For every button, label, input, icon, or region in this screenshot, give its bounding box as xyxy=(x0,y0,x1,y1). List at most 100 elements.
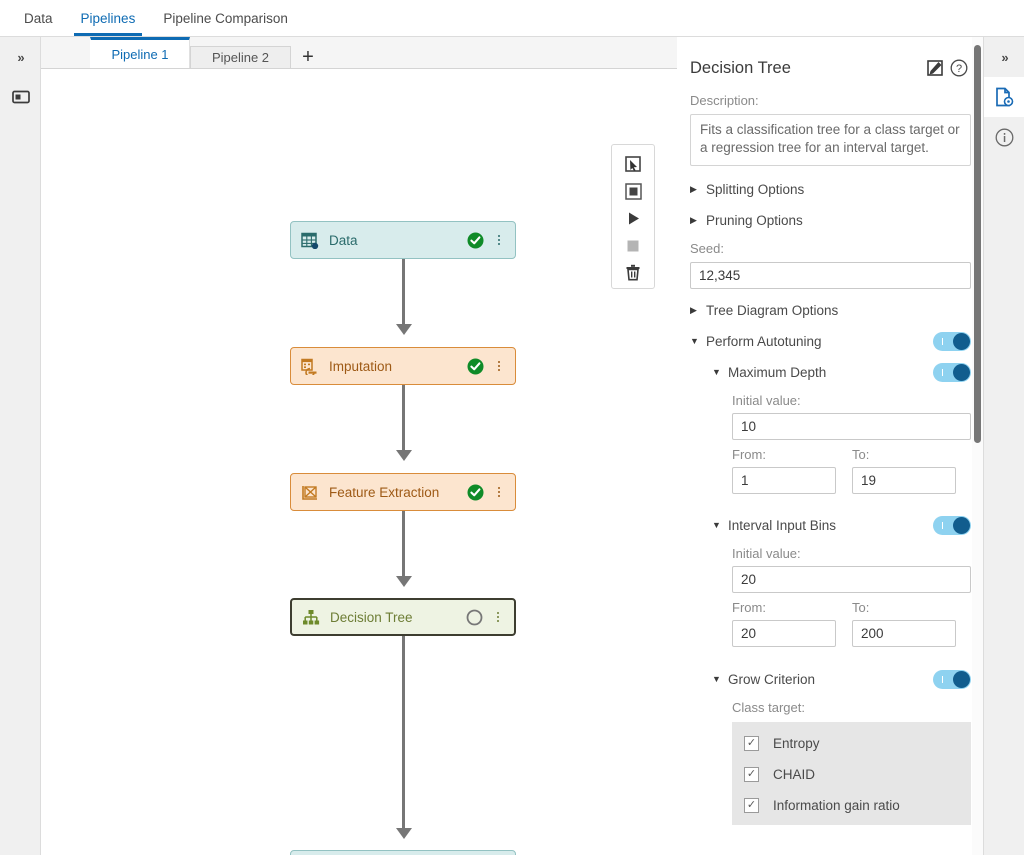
tab-pipeline-2[interactable]: Pipeline 2 xyxy=(190,46,291,68)
select-tool-button[interactable] xyxy=(617,151,649,178)
topnav-label-pipelines: Pipelines xyxy=(80,10,136,26)
node-imputation-label: Imputation xyxy=(329,358,393,374)
node-decision-tree-menu-button[interactable] xyxy=(491,608,505,626)
delete-node-button[interactable] xyxy=(617,259,649,286)
interval-input-bins-from-value: 20 xyxy=(741,626,757,641)
topnav-item-pipelines[interactable]: Pipelines xyxy=(67,0,150,36)
param-grow-criterion-label: Grow Criterion xyxy=(728,671,816,687)
node-feature-extraction-label: Feature Extraction xyxy=(329,484,440,500)
edit-node-button[interactable] xyxy=(923,57,947,79)
decision-tree-icon xyxy=(301,607,321,627)
canvas-toolbar xyxy=(611,144,655,289)
grow-criterion-option-label: Information gain ratio xyxy=(773,798,900,813)
perform-autotuning-toggle[interactable] xyxy=(933,331,971,351)
maximum-depth-to-value: 19 xyxy=(861,473,877,488)
pipeline-tab-strip: Pipeline 1 Pipeline 2 + xyxy=(41,37,677,68)
section-perform-autotuning[interactable]: ▼ Perform Autotuning xyxy=(690,328,971,354)
param-grow-criterion[interactable]: ▼ Grow Criterion xyxy=(690,666,971,692)
list-item[interactable]: ✓ Entropy xyxy=(732,728,971,759)
seed-input[interactable]: 12,345 xyxy=(690,262,971,289)
right-rail-properties-button[interactable] xyxy=(984,77,1024,117)
maximum-depth-from-input[interactable]: 1 xyxy=(732,467,836,494)
tab-pipeline-2-label: Pipeline 2 xyxy=(211,50,270,65)
node-feature-extraction[interactable]: Feature Extraction xyxy=(290,473,516,511)
maximum-depth-to-input[interactable]: 19 xyxy=(852,467,956,494)
page-title: Decision Tree xyxy=(690,58,791,77)
node-status-complete-icon xyxy=(466,483,484,501)
add-pipeline-tab-button[interactable]: + xyxy=(296,46,320,68)
grow-criterion-option-list: ✓ Entropy ✓ CHAID ✓ Information gain rat… xyxy=(732,722,971,825)
topnav-item-pipeline-comparison[interactable]: Pipeline Comparison xyxy=(149,0,302,36)
node-imputation[interactable]: Imputation xyxy=(290,347,516,385)
interval-input-bins-initial-input[interactable]: 20 xyxy=(732,566,971,593)
node-status-complete-icon xyxy=(466,357,484,375)
zoom-to-fit-button[interactable] xyxy=(617,178,649,205)
node-decision-tree[interactable]: Decision Tree xyxy=(290,598,516,636)
stop-pipeline-button[interactable] xyxy=(617,232,649,259)
left-rail-node-panel-button[interactable] xyxy=(0,77,41,117)
stop-pipeline-icon xyxy=(627,240,639,251)
interval-input-bins-to-input[interactable]: 200 xyxy=(852,620,956,647)
maximum-depth-initial-input[interactable]: 10 xyxy=(732,413,971,440)
maximum-depth-fields: Initial value: 10 From: 1 To: 19 xyxy=(690,393,971,498)
maximum-depth-from-value: 1 xyxy=(741,473,749,488)
checkbox-checked-icon[interactable]: ✓ xyxy=(744,798,759,813)
node-feature-extraction-menu-button[interactable] xyxy=(492,483,506,501)
node-status-pending-icon xyxy=(465,608,483,626)
feature-extraction-icon xyxy=(300,482,320,502)
plus-icon: + xyxy=(302,46,314,68)
edit-node-icon xyxy=(926,59,943,76)
param-interval-input-bins[interactable]: ▼ Interval Input Bins xyxy=(690,512,971,538)
chevron-double-right-icon: » xyxy=(1001,49,1008,65)
interval-input-bins-toggle[interactable] xyxy=(933,515,971,535)
section-pruning-options[interactable]: ▶ Pruning Options xyxy=(690,207,971,233)
topnav-label-data: Data xyxy=(24,10,53,26)
maximum-depth-initial-value: 10 xyxy=(741,419,757,434)
right-rail-info-button[interactable] xyxy=(984,117,1024,157)
edge-arrow-2 xyxy=(396,450,412,461)
left-rail-expand-button[interactable]: » xyxy=(0,37,41,77)
maximum-depth-toggle[interactable] xyxy=(933,362,971,382)
param-maximum-depth[interactable]: ▼ Maximum Depth xyxy=(690,359,971,385)
pipeline-diagram-canvas[interactable]: Data xyxy=(41,68,677,855)
section-tree-diagram-options[interactable]: ▶ Tree Diagram Options xyxy=(690,297,971,323)
node-data[interactable]: Data xyxy=(290,221,516,259)
class-target-label: Class target: xyxy=(732,700,805,715)
pipeline-canvas-area: Pipeline 1 Pipeline 2 + xyxy=(41,37,677,855)
imputation-icon xyxy=(300,356,320,376)
list-item[interactable]: ✓ Information gain ratio xyxy=(732,790,971,821)
tab-pipeline-1-label: Pipeline 1 xyxy=(111,46,169,62)
node-imputation-menu-button[interactable] xyxy=(492,357,506,375)
param-maximum-depth-label: Maximum Depth xyxy=(728,364,827,380)
topnav-item-data[interactable]: Data xyxy=(10,0,67,36)
section-splitting-options[interactable]: ▶ Splitting Options xyxy=(690,176,971,202)
select-tool-icon xyxy=(624,156,641,172)
run-pipeline-button[interactable] xyxy=(617,205,649,232)
checkbox-checked-icon[interactable]: ✓ xyxy=(744,736,759,751)
node-data-menu-button[interactable] xyxy=(492,231,506,249)
edge-data-to-imputation xyxy=(402,259,405,327)
interval-input-bins-from-input[interactable]: 20 xyxy=(732,620,836,647)
node-data-label: Data xyxy=(329,232,358,248)
properties-scroll-track xyxy=(972,37,983,855)
edge-arrow-3 xyxy=(396,576,412,587)
checkbox-checked-icon[interactable]: ✓ xyxy=(744,767,759,782)
node-model-comparison[interactable]: Model Comparison xyxy=(290,850,516,855)
help-button[interactable]: ? xyxy=(947,57,971,79)
right-rail-expand-button[interactable]: » xyxy=(984,37,1024,77)
chevron-right-icon: ▶ xyxy=(690,214,697,225)
interval-input-bins-to-label: To: xyxy=(852,600,870,615)
list-item[interactable]: ✓ CHAID xyxy=(732,759,971,790)
interval-input-bins-to-value: 200 xyxy=(861,626,884,641)
properties-scrollbar-thumb[interactable] xyxy=(974,45,981,443)
grow-criterion-toggle[interactable] xyxy=(933,669,971,689)
tab-pipeline-1[interactable]: Pipeline 1 xyxy=(90,37,190,68)
interval-input-bins-from-label: From: xyxy=(732,600,766,615)
interval-input-bins-initial-value: 20 xyxy=(741,572,757,587)
properties-panel: Decision Tree ? Description: Fits a clas… xyxy=(678,37,983,855)
grow-criterion-option-label: Entropy xyxy=(773,736,820,751)
properties-header: Decision Tree ? xyxy=(690,37,971,93)
delete-icon xyxy=(626,264,640,281)
interval-input-bins-initial-label: Initial value: xyxy=(732,546,801,561)
section-tree-diagram-options-label: Tree Diagram Options xyxy=(706,302,839,318)
